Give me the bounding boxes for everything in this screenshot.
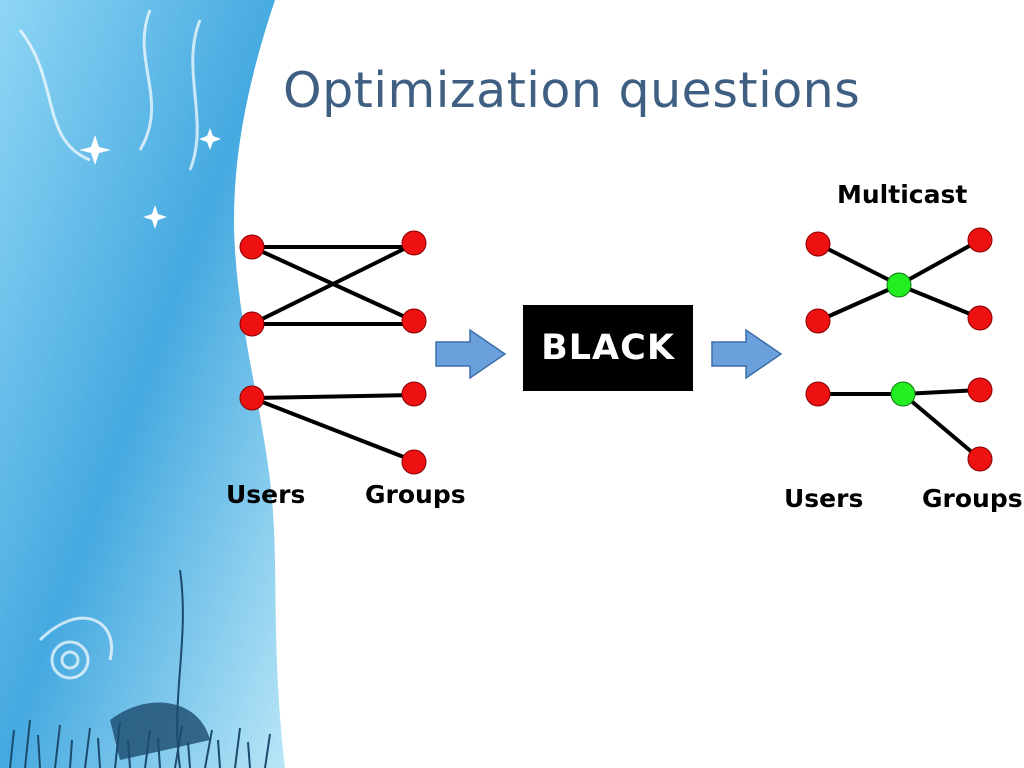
group-node: [401, 308, 427, 334]
left-users-label: Users: [226, 480, 306, 509]
arrow-right-icon: [435, 328, 507, 380]
left-edge: [251, 393, 415, 400]
right-edge: [898, 283, 981, 320]
right-groups-label: Groups: [922, 484, 1023, 513]
right-edge: [901, 392, 982, 461]
multicast-router-node: [886, 272, 912, 298]
right-users-label: Users: [784, 484, 864, 513]
user-node: [239, 311, 265, 337]
left-diagram-edges: [251, 242, 415, 463]
user-node: [239, 385, 265, 411]
black-box: BLACK: [523, 305, 693, 391]
right-edge: [898, 238, 981, 287]
user-node: [239, 234, 265, 260]
left-edge: [251, 396, 415, 463]
group-node: [401, 449, 427, 475]
decorative-side-panel: [0, 0, 285, 768]
user-node: [805, 381, 831, 407]
right-edge: [817, 242, 900, 287]
group-node: [401, 381, 427, 407]
right-diagram-edges: [817, 238, 982, 461]
multicast-caption: Multicast: [837, 180, 968, 209]
group-node: [967, 377, 993, 403]
left-diagram-nodes: [239, 230, 427, 475]
right-edge: [902, 388, 981, 396]
right-edge: [817, 283, 900, 323]
left-edge: [251, 242, 415, 326]
slide-title: Optimization questions: [283, 62, 861, 119]
group-node: [967, 305, 993, 331]
group-node: [967, 446, 993, 472]
group-node: [967, 227, 993, 253]
multicast-router-node: [890, 381, 916, 407]
right-diagram-nodes: [805, 227, 993, 472]
group-node: [401, 230, 427, 256]
arrow-right-icon: [711, 328, 783, 380]
user-node: [805, 308, 831, 334]
left-groups-label: Groups: [365, 480, 466, 509]
user-node: [805, 231, 831, 257]
